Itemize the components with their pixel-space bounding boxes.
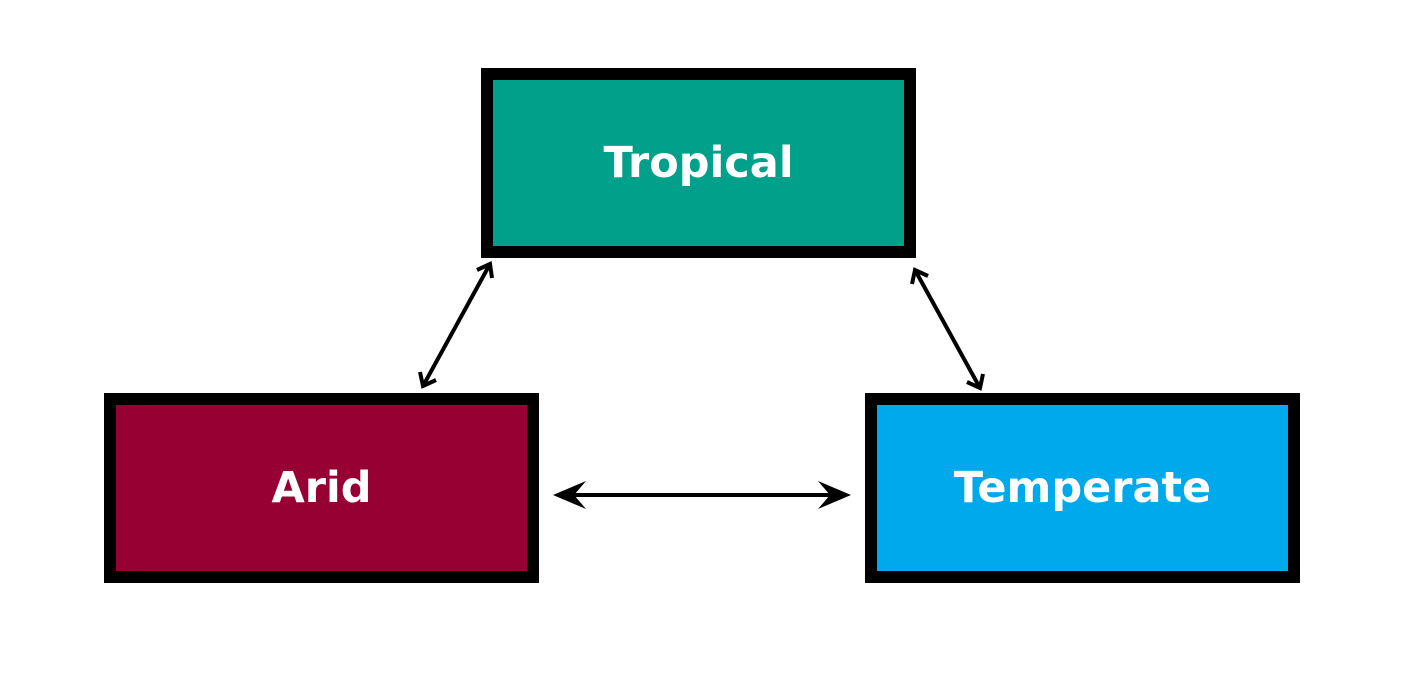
connector-tropical-temperate <box>913 269 982 389</box>
arrowhead-tropical-end <box>476 261 494 279</box>
arrowhead-arid-end <box>418 371 437 389</box>
node-arid: Arid <box>104 393 539 583</box>
arrowhead-arid-end-horizontal <box>553 481 586 509</box>
arrowhead-tropical-end-right <box>910 267 929 285</box>
node-label-tropical: Tropical <box>603 138 794 188</box>
node-label-arid: Arid <box>271 463 372 513</box>
connector-tropical-arid <box>421 263 492 387</box>
node-label-temperate: Temperate <box>953 463 1212 513</box>
arrowhead-temperate-end-top <box>966 373 985 391</box>
arrowhead-temperate-end-horizontal <box>818 481 851 509</box>
node-temperate: Temperate <box>865 393 1300 583</box>
node-tropical: Tropical <box>481 68 916 258</box>
